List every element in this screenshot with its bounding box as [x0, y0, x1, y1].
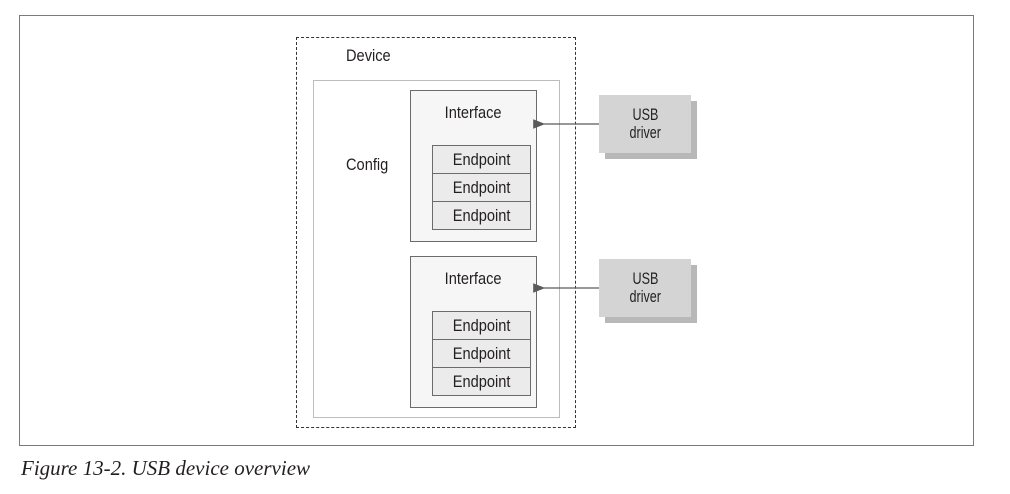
interface-box-1: Interface Endpoint Endpoint Endpoint	[410, 90, 537, 242]
figure-caption: Figure 13-2. USB device overview	[21, 456, 311, 480]
device-box	[296, 37, 576, 428]
endpoint-box: Endpoint	[432, 311, 531, 340]
device-label: Device	[346, 46, 391, 65]
interface-label: Interface	[445, 103, 502, 122]
interface-box-2: Interface Endpoint Endpoint Endpoint	[410, 256, 537, 408]
endpoint-box: Endpoint	[432, 173, 531, 202]
interface-label: Interface	[445, 269, 502, 288]
endpoint-box: Endpoint	[432, 145, 531, 174]
endpoint-box: Endpoint	[432, 339, 531, 368]
endpoint-list: Endpoint Endpoint Endpoint	[432, 311, 531, 396]
config-label: Config	[346, 155, 389, 174]
endpoint-box: Endpoint	[432, 201, 531, 230]
endpoint-list: Endpoint Endpoint Endpoint	[432, 145, 531, 230]
endpoint-box: Endpoint	[432, 367, 531, 396]
